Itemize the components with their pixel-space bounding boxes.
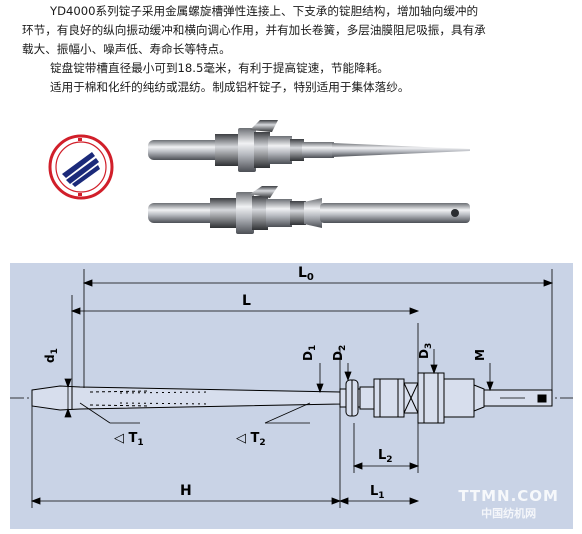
brand-logo-icon — [48, 134, 114, 200]
spindle-dimension-drawing: L0 L d1 D1 D2 D3 M ◁ T1 ◁ T2 L2 — [10, 265, 573, 508]
dim-label-l0: L — [298, 265, 307, 281]
dim-label-l1-sub: 1 — [378, 491, 384, 501]
svg-text:D1: D1 — [301, 345, 318, 361]
description-line: 载大、振幅小、噪声低、寿命长等特点。 — [22, 42, 231, 56]
dim-label-D1: D — [301, 351, 315, 361]
description-text: YD4000系列锭子采用金属螺旋槽弹性连接上、下支承的锭胆结构，增加轴向缓冲的 … — [22, 2, 572, 97]
watermark: TTMN.COM 中国纺机网 — [458, 487, 559, 521]
dim-label-D1-sub: 1 — [308, 345, 318, 351]
description-line: YD4000系列锭子采用金属螺旋槽弹性连接上、下支承的锭胆结构，增加轴向缓冲的 — [50, 4, 479, 18]
dim-label-t2: ◁ T — [236, 431, 260, 446]
spindle-photos — [0, 112, 582, 258]
dim-label-h: H — [180, 483, 192, 499]
dim-label-D3: D — [417, 349, 431, 359]
dim-label-t1-sub: 1 — [137, 438, 143, 448]
dim-label-d1: d — [43, 354, 57, 363]
spindle-photo-pair — [148, 120, 470, 234]
dim-label-D2: D — [331, 351, 345, 361]
svg-text:L2: L2 — [378, 448, 393, 465]
dim-label-l0-sub: 0 — [307, 272, 314, 283]
spindle-photo-top — [148, 120, 470, 172]
dim-label-l2-sub: 2 — [386, 455, 392, 465]
svg-text:L0: L0 — [298, 265, 314, 283]
dim-label-D2-sub: 2 — [338, 345, 348, 351]
svg-text:L1: L1 — [370, 484, 385, 501]
svg-text:◁ T2: ◁ T2 — [236, 431, 266, 448]
description-line: 适用于棉和化纤的纯纺或混纺。制成铝杆锭子，特别适用于集体落纱。 — [50, 80, 410, 94]
svg-text:◁ T1: ◁ T1 — [114, 431, 144, 448]
dim-label-d1-sub: 1 — [50, 348, 60, 354]
svg-text:D3: D3 — [417, 343, 434, 359]
dim-label-t1: ◁ T — [114, 431, 138, 446]
description-line: 锭盘锭带槽直径最小可到18.5毫米，有利于提高锭速，节能降耗。 — [50, 61, 389, 75]
dim-label-l1: L — [370, 484, 378, 499]
dim-label-l2: L — [378, 448, 386, 463]
svg-text:d1: d1 — [43, 348, 60, 363]
svg-text:D2: D2 — [331, 345, 348, 361]
dim-label-D3-sub: 3 — [424, 343, 434, 349]
technical-drawing: L0 L d1 D1 D2 D3 M ◁ T1 ◁ T2 L2 — [10, 263, 573, 529]
watermark-line: 中国纺机网 — [481, 507, 537, 520]
dim-label-t2-sub: 2 — [259, 438, 265, 448]
spindle-photo-bottom — [148, 186, 470, 234]
dim-label-l: L — [242, 293, 251, 309]
dim-label-M: M — [473, 349, 487, 361]
watermark-line: TTMN.COM — [458, 487, 559, 505]
description-line: 环节，有良好的纵向振动缓冲和横向调心作用，并有加长卷簧，多层油膜阻尼吸振，具有承 — [22, 23, 486, 37]
